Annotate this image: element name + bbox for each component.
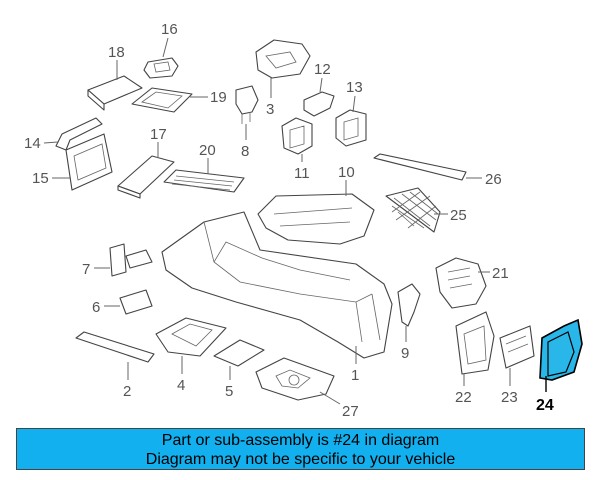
- callout-1: 1: [351, 367, 359, 384]
- part-11: [281, 117, 313, 162]
- callout-9: 9: [401, 345, 409, 362]
- callout-17: 17: [150, 126, 167, 143]
- callout-19: 19: [210, 89, 227, 106]
- callout-11: 11: [294, 165, 310, 182]
- callout-4: 4: [177, 377, 185, 394]
- part-22: [455, 311, 495, 386]
- callout-2: 2: [123, 383, 131, 400]
- part-10: [257, 180, 375, 245]
- part-1: [161, 211, 393, 364]
- callout-15: 15: [32, 170, 49, 187]
- part-12: [303, 77, 335, 117]
- part-9: [397, 283, 421, 342]
- callout-10: 10: [338, 164, 355, 181]
- banner-line-part-number: Part or sub-assembly is #24 in diagram: [161, 432, 440, 449]
- callout-16: 16: [161, 21, 178, 38]
- part-4: [155, 317, 227, 374]
- callout-23: 23: [501, 389, 518, 406]
- callout-6: 6: [92, 299, 100, 316]
- callout-24-highlighted: 24: [536, 397, 554, 414]
- part-17: [117, 142, 175, 199]
- info-banner: Part or sub-assembly is #24 in diagram D…: [16, 428, 585, 470]
- callout-7: 7: [82, 261, 90, 278]
- callout-22: 22: [455, 389, 472, 406]
- part-8: [235, 85, 259, 140]
- part-2: [75, 331, 155, 380]
- callout-27: 27: [342, 403, 359, 420]
- part-16: [143, 37, 179, 79]
- callout-26: 26: [485, 171, 502, 188]
- callout-14: 14: [24, 135, 41, 152]
- part-26: [373, 153, 482, 181]
- part-19: [131, 87, 208, 113]
- callout-25: 25: [450, 207, 467, 224]
- part-25: [385, 187, 448, 233]
- callout-18: 18: [108, 44, 125, 61]
- part-23: [499, 325, 535, 386]
- part-15: [52, 133, 113, 191]
- part-18: [87, 60, 143, 111]
- part-6: [104, 289, 153, 315]
- part-3: [255, 39, 311, 98]
- part-24-highlighted: [539, 318, 583, 392]
- callout-20: 20: [199, 142, 216, 159]
- callout-3: 3: [266, 101, 274, 118]
- banner-line-disclaimer: Diagram may not be specific to your vehi…: [145, 451, 456, 468]
- part-13: [335, 95, 367, 147]
- callout-12: 12: [314, 61, 331, 78]
- part-5: [213, 339, 265, 380]
- part-21: [435, 257, 490, 309]
- callout-13: 13: [346, 79, 363, 96]
- part-27: [255, 357, 341, 405]
- callout-8: 8: [241, 143, 249, 160]
- part-20: [163, 158, 245, 193]
- callout-5: 5: [225, 383, 233, 400]
- callout-21: 21: [492, 265, 509, 282]
- parts-diagram: 16 18 19 3 12 13 8 11 14 15 17 20 10 26 …: [24, 21, 583, 420]
- part-7: [94, 243, 153, 277]
